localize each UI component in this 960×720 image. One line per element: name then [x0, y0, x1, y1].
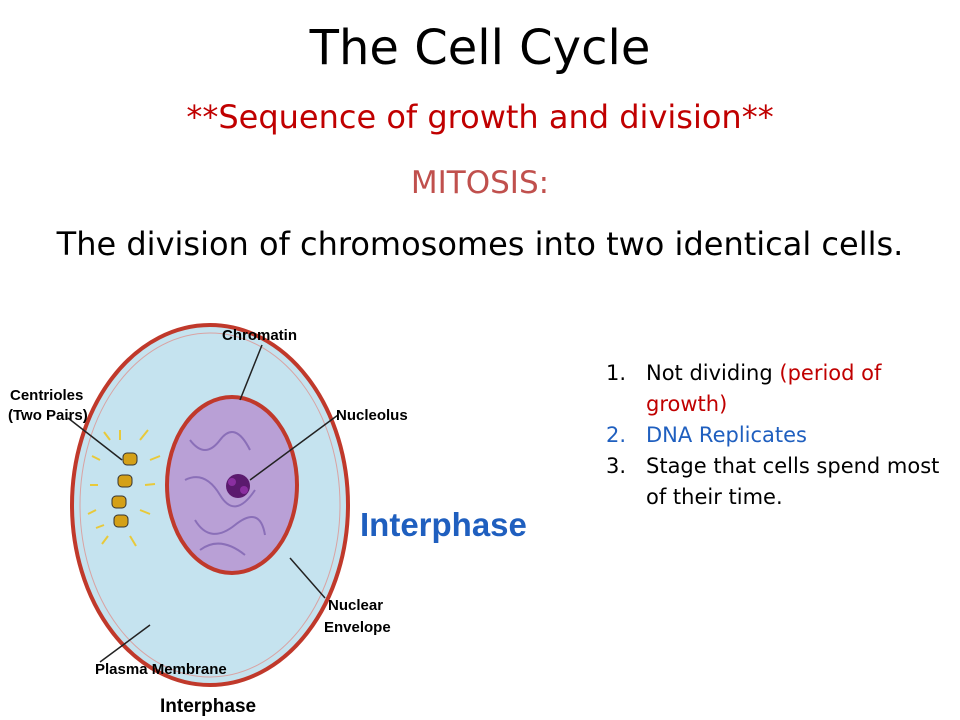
step-text-red: (period of growth): [646, 361, 882, 416]
step-text: Not dividing: [646, 361, 780, 385]
step-item: 2. DNA Replicates: [606, 420, 956, 451]
label-nucleolus: Nucleolus: [336, 407, 408, 424]
label-two-pairs: (Two Pairs): [8, 407, 88, 424]
diagram-caption: Interphase: [160, 696, 256, 717]
cell-membrane-inner: [79, 332, 341, 678]
step-item: 3. Stage that cells spend most of their …: [606, 451, 956, 513]
slide-title: The Cell Cycle: [309, 20, 651, 76]
stage-label: Interphase: [360, 506, 527, 543]
label-nuclear: Nuclear: [328, 597, 383, 614]
interphase-steps: 1. Not dividing (period of growth) 2. DN…: [606, 358, 956, 513]
chromatin-strands: [184, 431, 266, 556]
step-number: 3.: [606, 454, 627, 478]
slide-subtitle: **Sequence of growth and division**: [186, 98, 774, 136]
step-number: 1.: [606, 361, 627, 385]
step-text: DNA Replicates: [646, 423, 807, 447]
step-text: Stage that cells spend most of their tim…: [646, 454, 940, 509]
label-plasma-membrane: Plasma Membrane: [95, 661, 227, 678]
label-centrioles: Centrioles: [10, 387, 83, 404]
nucleolus: [226, 474, 250, 498]
mitosis-definition: The division of chromosomes into two ide…: [56, 225, 904, 263]
label-chromatin: Chromatin: [222, 327, 297, 344]
step-number: 2.: [606, 423, 627, 447]
cell-diagram: Chromatin Centrioles (Two Pairs) Nucleol…: [8, 323, 408, 717]
step-item: 1. Not dividing (period of growth): [606, 358, 956, 420]
mitosis-heading: MITOSIS:: [410, 165, 550, 201]
centrioles: [87, 429, 161, 547]
label-envelope: Envelope: [324, 619, 391, 636]
